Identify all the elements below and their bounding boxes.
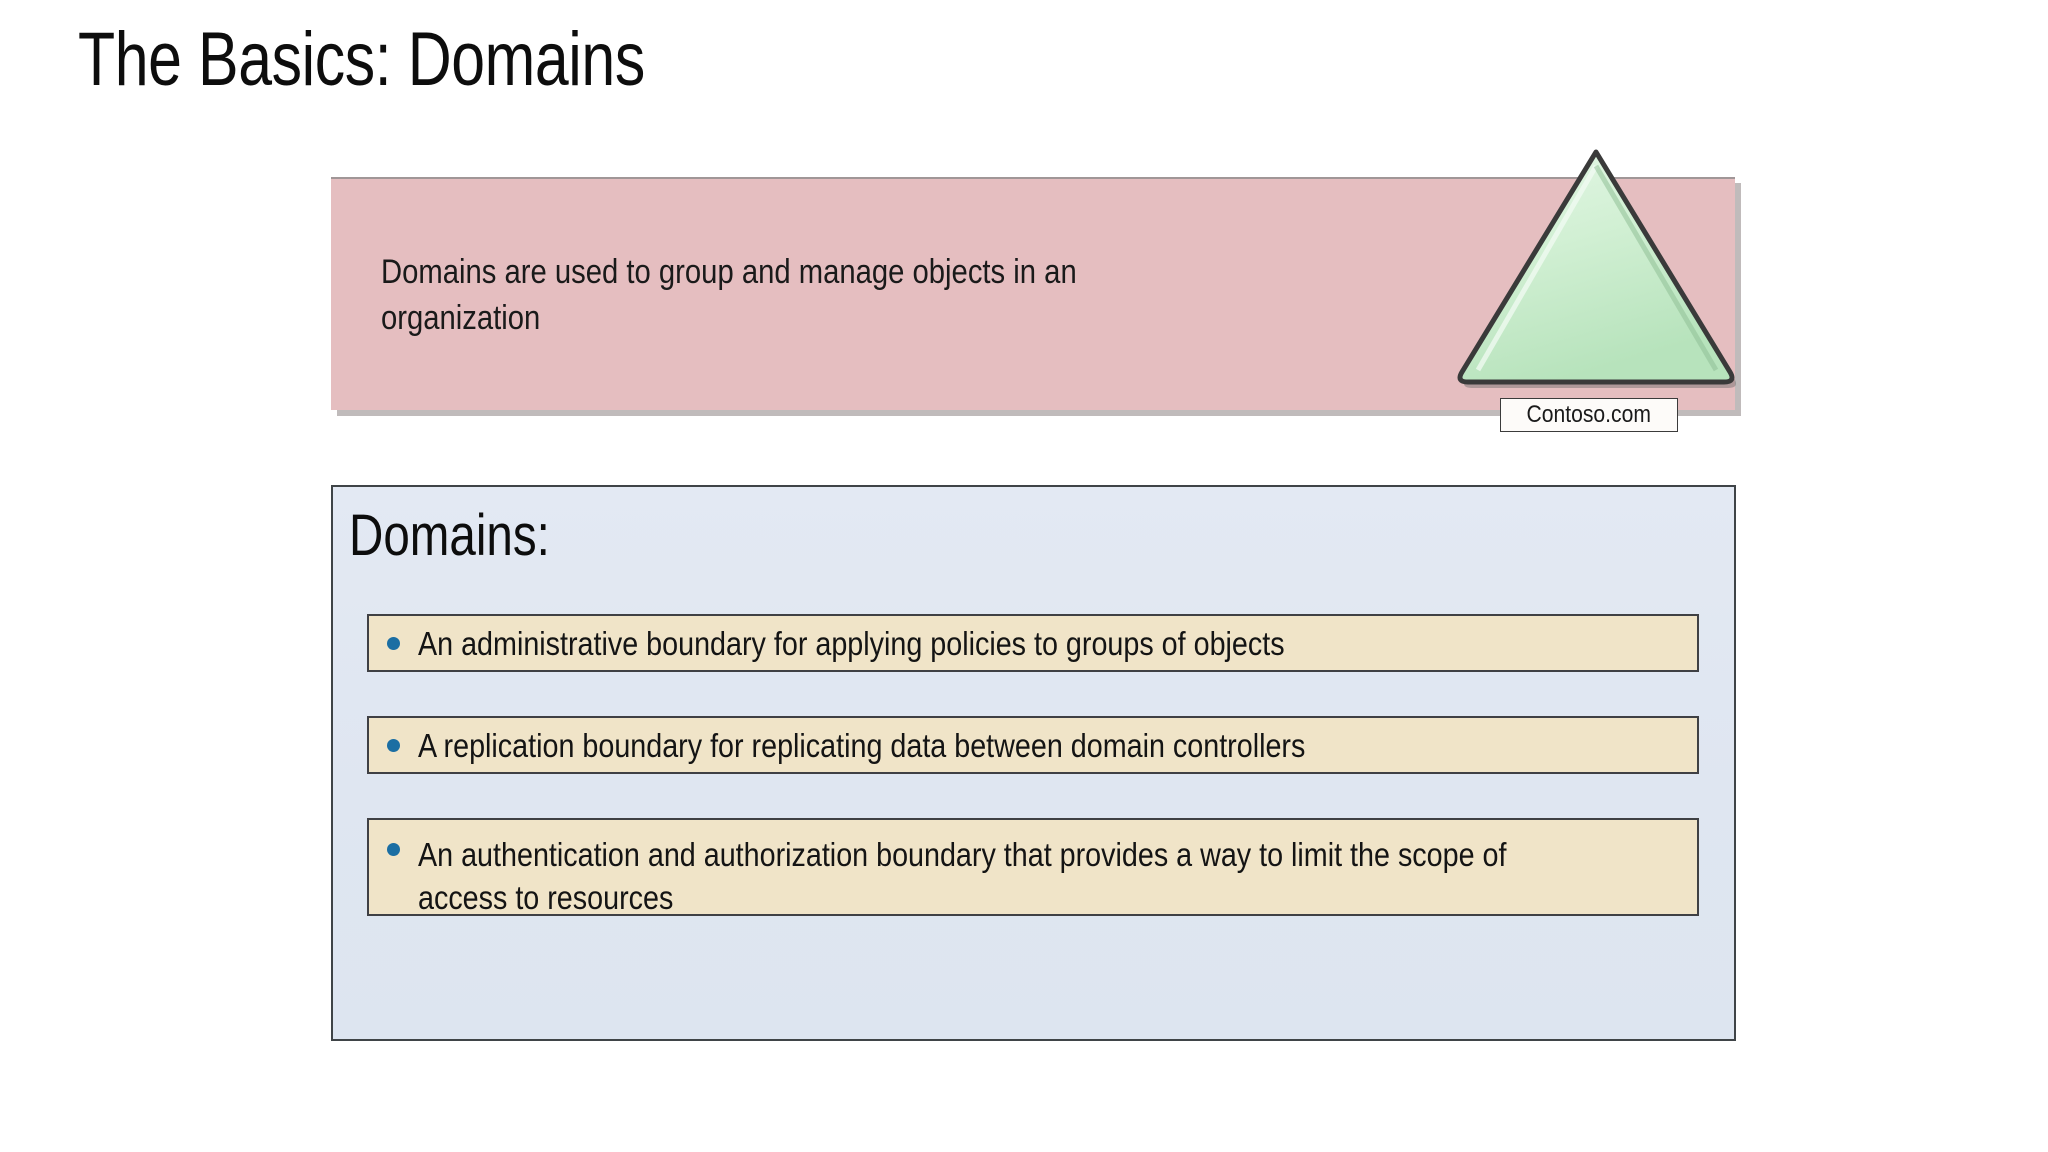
bullet-item-text: An administrative boundary for applying …	[418, 624, 1285, 662]
domains-panel: Domains: An administrative boundary for …	[331, 485, 1736, 1041]
bullet-item-text: An authentication and authorization boun…	[418, 836, 1507, 916]
bullet-item: An authentication and authorization boun…	[367, 818, 1699, 916]
bullet-dot-icon	[387, 738, 400, 752]
bullet-item-text: A replication boundary for replicating d…	[418, 726, 1306, 764]
pink-callout-box: Domains are used to group and manage obj…	[331, 177, 1735, 410]
domain-name-label: Contoso.com	[1500, 398, 1678, 432]
bullet-dot-icon	[387, 843, 400, 856]
bullet-item: An administrative boundary for applying …	[367, 614, 1699, 672]
bullet-item: A replication boundary for replicating d…	[367, 716, 1699, 774]
page-title: The Basics: Domains	[78, 17, 645, 102]
triangle-icon	[1457, 149, 1736, 388]
domain-triangle-shape	[1448, 142, 1744, 392]
domains-panel-heading: Domains:	[349, 503, 550, 568]
pink-callout-text: Domains are used to group and manage obj…	[381, 253, 1077, 337]
bullet-dot-icon	[387, 636, 400, 650]
domain-name-text: Contoso.com	[1526, 401, 1652, 428]
